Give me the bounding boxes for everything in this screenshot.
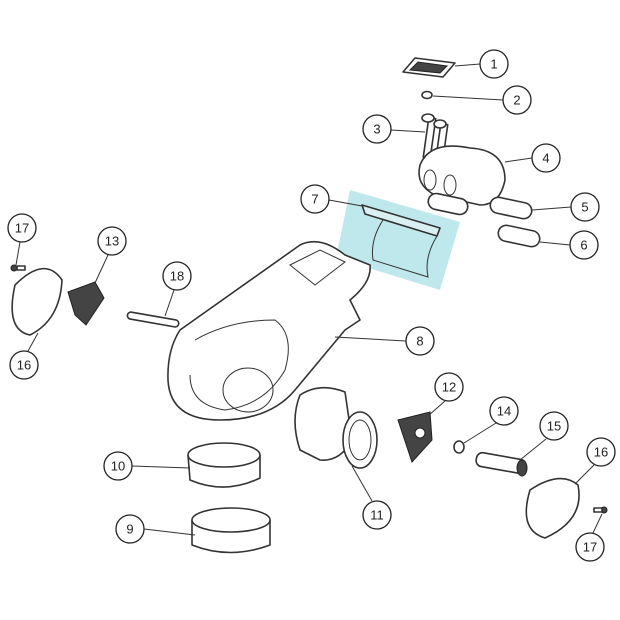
svg-text:17: 17 (583, 540, 597, 555)
part-5-barrel-nuts (427, 192, 533, 220)
part-7-shim (361, 204, 441, 278)
svg-text:16: 16 (594, 445, 608, 460)
part-2-small-nut (421, 90, 433, 100)
svg-text:17: 17 (15, 221, 29, 236)
part-16-cover-right (525, 477, 580, 539)
svg-text:14: 14 (497, 404, 511, 419)
part-11-steerer-clamp (294, 386, 378, 469)
part-8-stem (167, 240, 371, 421)
svg-text:10: 10 (111, 459, 125, 474)
leader-lines (15, 63, 603, 536)
part-13-wedge (67, 281, 105, 326)
callout-10[interactable]: 10 (103, 451, 133, 481)
callout-3[interactable]: 3 (362, 114, 392, 144)
callout-2[interactable]: 2 (502, 85, 532, 115)
svg-text:7: 7 (311, 192, 318, 207)
callout-18[interactable]: 18 (162, 261, 192, 291)
part-15-pin (475, 451, 528, 477)
svg-text:13: 13 (105, 234, 119, 249)
svg-text:18: 18 (170, 269, 184, 284)
callout-16-right[interactable]: 16 (586, 437, 616, 467)
part-16-cover-left (11, 267, 63, 336)
svg-text:15: 15 (547, 419, 561, 434)
callout-5[interactable]: 5 (570, 192, 600, 222)
part-9-spacer (191, 507, 271, 554)
callout-13[interactable]: 13 (97, 226, 127, 256)
callout-8[interactable]: 8 (405, 326, 435, 356)
svg-text:1: 1 (490, 57, 497, 72)
callout-1[interactable]: 1 (479, 49, 509, 79)
callout-7[interactable]: 7 (300, 184, 330, 214)
svg-text:4: 4 (542, 151, 549, 166)
svg-text:16: 16 (17, 358, 31, 373)
callout-14[interactable]: 14 (489, 396, 519, 426)
part-14-o-ring (453, 440, 465, 454)
callout-17-right[interactable]: 17 (575, 532, 605, 562)
callout-11[interactable]: 11 (362, 500, 392, 530)
part-18-pin (126, 311, 180, 328)
callout-15[interactable]: 15 (539, 411, 569, 441)
svg-text:6: 6 (580, 238, 587, 253)
callout-4[interactable]: 4 (531, 143, 561, 173)
callout-12[interactable]: 12 (434, 372, 464, 402)
svg-text:12: 12 (442, 380, 456, 395)
callout-17-left[interactable]: 17 (7, 213, 37, 243)
svg-text:8: 8 (416, 334, 423, 349)
callout-9[interactable]: 9 (115, 514, 145, 544)
callout-6[interactable]: 6 (569, 230, 599, 260)
part-17-screw-right (593, 506, 608, 514)
part-6-barrel-nut (497, 224, 541, 248)
callout-16-left[interactable]: 16 (9, 350, 39, 380)
part-12-wedge (397, 411, 433, 463)
svg-text:11: 11 (370, 508, 384, 523)
part-1-cap (402, 57, 456, 78)
svg-text:2: 2 (513, 93, 520, 108)
part-10-top-cap-spacer (187, 442, 261, 488)
svg-text:3: 3 (373, 122, 380, 137)
part-4-clamp (418, 145, 506, 206)
part-17-screw-left (10, 264, 26, 272)
svg-text:9: 9 (126, 522, 133, 537)
svg-text:5: 5 (581, 200, 588, 215)
